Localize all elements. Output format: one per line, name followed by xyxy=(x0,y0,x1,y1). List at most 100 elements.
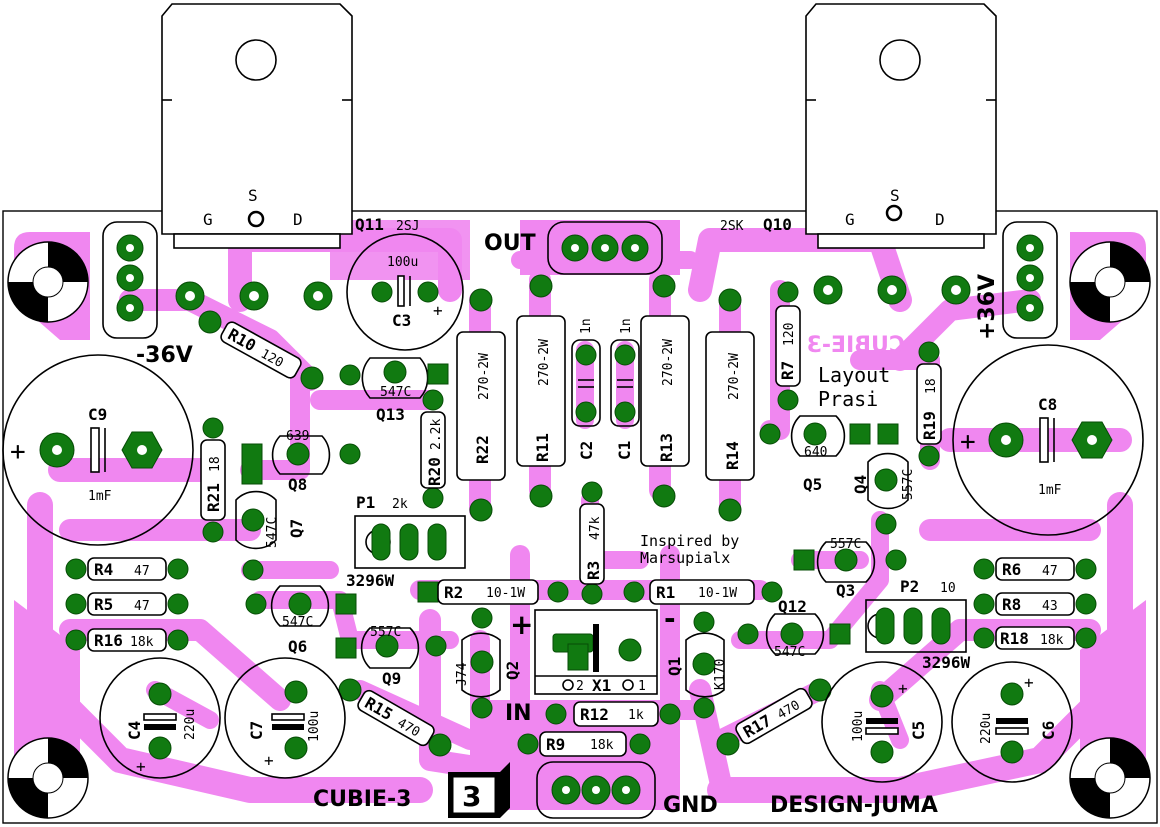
q9-val: 557C xyxy=(370,625,401,640)
resistor-r7: R7 120 xyxy=(775,281,801,411)
r19-ref: R19 xyxy=(920,411,939,440)
resistor-r8: R8 43 xyxy=(973,592,1097,616)
q3-val: 557C xyxy=(830,537,861,552)
q5-ref: Q5 xyxy=(803,475,822,494)
mounting-hole-tr xyxy=(1069,241,1151,323)
q7-ref: Q7 xyxy=(287,519,306,538)
terminal-gnd xyxy=(536,761,656,819)
q1-val: K170 xyxy=(713,659,728,690)
c1-ref: C1 xyxy=(615,441,634,460)
in-label: IN xyxy=(505,701,532,726)
q8-ref: Q8 xyxy=(288,475,307,494)
mounting-hole-br xyxy=(1069,737,1151,819)
q13-val: 547C xyxy=(380,385,411,400)
resistor-r5: R5 47 xyxy=(65,592,189,616)
q5-val: 640 xyxy=(804,445,827,460)
mosfet-q10: G S D xyxy=(805,3,997,249)
r19-val: 18 xyxy=(924,378,939,394)
r9-val: 18k xyxy=(590,738,614,753)
resistor-r10: R10 120 xyxy=(198,310,324,390)
transistor-q1: K170 Q1 xyxy=(665,611,728,719)
resistor-r12: R12 1k xyxy=(545,701,681,727)
q13-ref: Q13 xyxy=(376,405,405,424)
resistor-r14: R14 270-2W xyxy=(705,288,755,522)
resistor-r18: R18 18k xyxy=(973,626,1097,650)
r11-ref: R11 xyxy=(533,433,552,462)
version-badge: 3 xyxy=(448,762,510,818)
r21-val: 18 xyxy=(208,456,223,472)
credit-inspired: Inspired by xyxy=(640,532,739,550)
r12-ref: R12 xyxy=(580,705,609,724)
r9-ref: R9 xyxy=(546,735,565,754)
transistor-q8: 639 Q8 xyxy=(241,429,361,494)
c3-ref: C3 xyxy=(392,311,411,330)
x1-minus: - xyxy=(664,602,676,635)
transistor-q4: 557C Q4 xyxy=(851,452,916,535)
r14-ref: R14 xyxy=(723,441,742,470)
q11-val: 2SJ xyxy=(396,219,419,234)
r16-val: 18k xyxy=(130,635,154,650)
q10-d-label: D xyxy=(935,210,945,229)
c6-ref: C6 xyxy=(1039,721,1058,740)
c7-plus: + xyxy=(264,751,274,770)
q1-ref: Q1 xyxy=(665,657,684,676)
resistor-r6: R6 47 xyxy=(973,557,1097,581)
r13-ref: R13 xyxy=(657,433,676,462)
r6-ref: R6 xyxy=(1002,560,1021,579)
c8-val: 1mF xyxy=(1038,483,1062,498)
r7-val: 120 xyxy=(782,323,797,346)
resistor-r1: R1 10-1W xyxy=(623,579,783,605)
q2-ref: Q2 xyxy=(503,661,522,680)
r14-val: 270-2W xyxy=(727,353,742,400)
c6-plus: + xyxy=(1024,673,1034,692)
c5-ref: C5 xyxy=(909,721,928,740)
x1-ref: X1 xyxy=(592,676,611,695)
cap-c6: 220u C6 + xyxy=(951,661,1073,783)
q4-ref: Q4 xyxy=(851,475,870,494)
r8-ref: R8 xyxy=(1002,595,1021,614)
trimmer-p1: P1 2k 3296W xyxy=(346,493,466,590)
q6-val: 547C xyxy=(282,615,313,630)
q12-val: 547C xyxy=(774,645,805,660)
r22-ref: R22 xyxy=(473,435,492,464)
r7-ref: R7 xyxy=(778,361,797,380)
resistor-r9: R9 18k xyxy=(517,731,651,757)
q11-d-label: D xyxy=(293,210,303,229)
p2-val: 10 xyxy=(940,581,956,596)
q10-ref: Q10 xyxy=(763,215,792,234)
gnd-label: GND xyxy=(663,793,718,818)
r5-ref: R5 xyxy=(94,595,113,614)
resistor-r21: R21 18 xyxy=(200,417,226,543)
mosfet-pads xyxy=(175,275,971,311)
trimmer-p2: P2 10 3296W xyxy=(865,577,971,672)
r1-val: 10-1W xyxy=(698,586,737,601)
terminal-neg36 xyxy=(102,221,158,339)
out-label: OUT xyxy=(484,231,536,256)
q10-val: 2SK xyxy=(720,219,744,234)
mounting-hole-bl xyxy=(7,737,89,819)
resistor-r19: R19 18 xyxy=(916,341,942,467)
r18-ref: R18 xyxy=(1000,629,1029,648)
c6-val: 220u xyxy=(979,713,994,744)
coupler-x1: 2 X1 1 xyxy=(534,609,658,695)
c9-val: 1mF xyxy=(88,489,112,504)
cap-c9: + C9 1mF xyxy=(2,354,194,546)
neg36-label: -36V xyxy=(136,343,193,368)
cap-c7: C7 100u + xyxy=(224,657,346,779)
c1-val: 1n xyxy=(619,318,634,334)
r1-ref: R1 xyxy=(656,583,675,602)
p1-ref: P1 xyxy=(356,493,375,512)
r22-val: 270-2W xyxy=(477,353,492,400)
r21-ref: R21 xyxy=(204,483,223,512)
version-number: 3 xyxy=(462,780,481,813)
resistor-r17: R17 470 xyxy=(716,678,832,756)
p2-type: 3296W xyxy=(922,653,971,672)
q11-s-label: S xyxy=(248,186,258,205)
cap-c3: + 100u C3 xyxy=(346,233,464,351)
resistor-r3: R3 47k xyxy=(579,481,605,605)
cap-c5: 100u C5 + xyxy=(821,661,943,783)
c8-ref: C8 xyxy=(1038,395,1057,414)
q10-s-label: S xyxy=(890,186,900,205)
r20-val: 2.2k xyxy=(429,419,444,450)
